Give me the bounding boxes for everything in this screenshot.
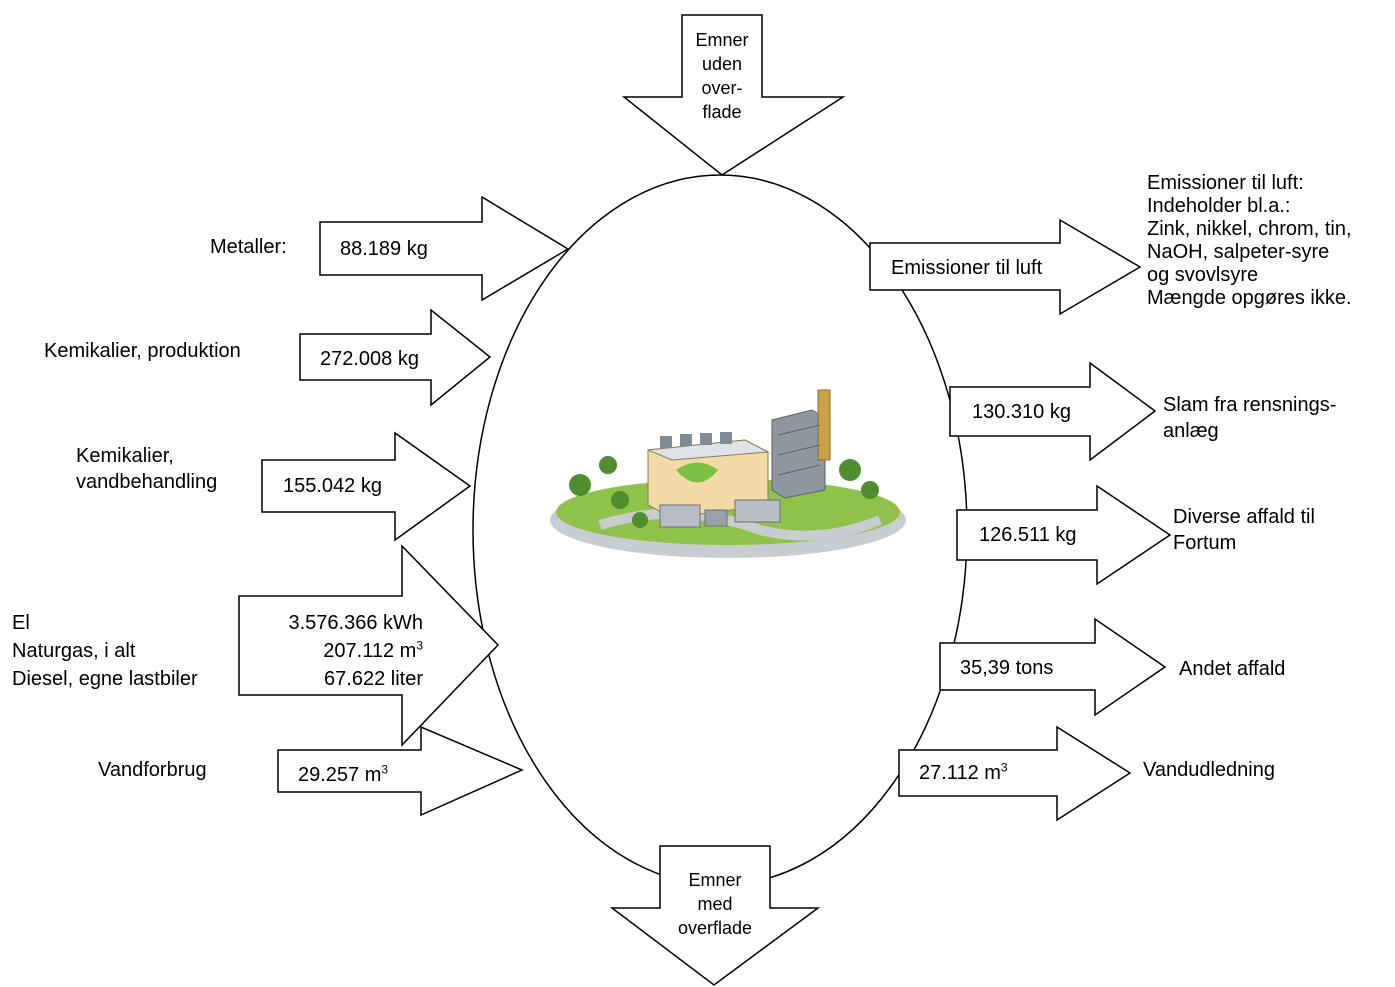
arrow-vandforbrug <box>277 725 524 817</box>
kemikalier-vand-label-line-2: vandbehandling <box>76 471 218 493</box>
andet-value: 35,39 tons <box>960 657 1054 679</box>
top-arrow-line-4: flade <box>702 102 742 122</box>
slam-label-line-1: Slam fra rensnings- <box>1163 394 1337 416</box>
arrow-energy <box>238 544 500 747</box>
andet-label: Andet affald <box>1179 658 1286 680</box>
diverse-label: Diverse affald til Fortum <box>1173 504 1315 556</box>
top-arrow-line-3: over- <box>701 78 743 98</box>
arrow-vandudledning <box>898 725 1132 822</box>
arrow-diverse <box>956 484 1172 586</box>
emissioner-note-line-1: Emissioner til luft: <box>1147 172 1304 194</box>
diverse-label-line-1: Diverse affald til <box>1173 506 1315 528</box>
bottom-arrow-line-2: med <box>697 894 733 914</box>
diverse-label-line-2: Fortum <box>1173 532 1237 554</box>
emissioner-note: Emissioner til luft: Indeholder bl.a.: Z… <box>1147 172 1352 310</box>
energy-value-naturgas-num: 207.112 m <box>323 640 417 662</box>
arrow-kemikalier-vand <box>261 431 472 542</box>
energy-labels: El Naturgas, i alt Diesel, egne lastbile… <box>12 609 198 693</box>
top-arrow-line-1: Emner <box>695 30 749 50</box>
diverse-value: 126.511 kg <box>979 524 1077 546</box>
vandforbrug-value: 29.257 m3 <box>298 762 389 787</box>
slam-label: Slam fra rensnings- anlæg <box>1163 392 1336 444</box>
energy-value-el: 3.576.366 kWh <box>288 612 423 634</box>
energy-label-diesel: Diesel, egne lastbiler <box>12 668 198 690</box>
bottom-arrow-text: Emner med overflade <box>660 868 770 940</box>
metaller-label: Metaller: <box>210 236 287 258</box>
emissioner-box-label: Emissioner til luft <box>891 257 1043 279</box>
vandudledning-label: Vandudledning <box>1143 759 1275 781</box>
arrow-slam <box>949 361 1157 462</box>
arrow-top-in <box>621 14 846 176</box>
vandudledning-value: 27.112 m3 <box>919 760 1008 785</box>
energy-value-naturgas: 207.112 m3 <box>240 637 423 665</box>
top-arrow-text: Emner uden over- flade <box>682 28 762 124</box>
top-arrow-line-2: uden <box>701 54 743 74</box>
emissioner-note-line-3: Zink, nikkel, chrom, tin, <box>1147 218 1352 240</box>
emissioner-note-line-4: NaOH, salpeter-syre <box>1147 241 1330 263</box>
arrow-emissioner <box>869 218 1142 316</box>
emissioner-note-line-5: og svovlsyre <box>1147 264 1259 286</box>
arrow-bottom-out <box>609 845 821 986</box>
kemikalier-vand-label-line-1: Kemikalier, <box>76 445 174 467</box>
energy-label-el: El <box>12 612 30 634</box>
energy-label-naturgas: Naturgas, i alt <box>12 640 136 662</box>
vandudledning-value-num: 27.112 m <box>919 762 1001 784</box>
energy-values: 3.576.366 kWh 207.112 m3 67.622 liter <box>240 609 423 693</box>
arrow-metaller <box>319 195 570 302</box>
metaller-value: 88.189 kg <box>340 238 428 260</box>
vandforbrug-label: Vandforbrug <box>98 759 207 781</box>
energy-value-naturgas-sup: 3 <box>416 638 423 653</box>
factory-illustration <box>550 389 906 558</box>
slam-label-line-2: anlæg <box>1163 420 1219 442</box>
kemikalier-vand-label: Kemikalier, vandbehandling <box>76 443 217 495</box>
vandforbrug-value-num: 29.257 m <box>298 764 382 786</box>
kemikalier-vand-value: 155.042 kg <box>283 475 382 497</box>
arrow-andet <box>939 617 1167 717</box>
bottom-arrow-line-1: Emner <box>688 870 742 890</box>
energy-value-diesel: 67.622 liter <box>324 668 423 690</box>
vandudledning-value-sup: 3 <box>1000 760 1008 775</box>
slam-value: 130.310 kg <box>972 401 1071 423</box>
kemikalier-produktion-value: 272.008 kg <box>320 348 419 370</box>
vandforbrug-value-sup: 3 <box>381 762 389 777</box>
bottom-arrow-line-3: overflade <box>677 918 753 938</box>
emissioner-note-line-2: Indeholder bl.a.: <box>1147 195 1291 217</box>
arrow-kemikalier-produktion <box>299 308 492 407</box>
kemikalier-produktion-label: Kemikalier, produktion <box>44 340 241 362</box>
emissioner-note-line-6: Mængde opgøres ikke. <box>1147 287 1352 309</box>
